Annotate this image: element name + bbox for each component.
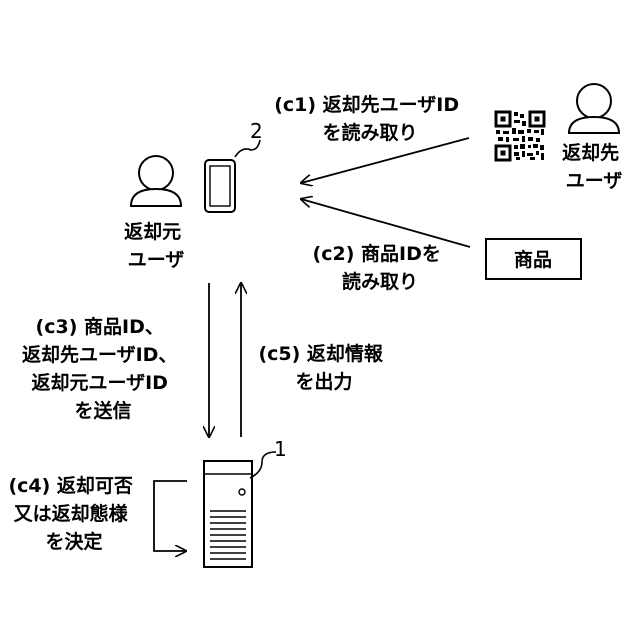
- step-c1-label: (c1) 返却先ユーザID を読み取り: [274, 93, 466, 144]
- server-tower-icon: [204, 461, 252, 567]
- return-destination-user-label: 返却先 ユーザ: [562, 141, 626, 192]
- arrow-c2: [301, 199, 470, 247]
- step-c2-label: (c2) 商品IDを 読み取り: [313, 242, 448, 293]
- arrow-c4: [154, 481, 187, 551]
- arrow-c1: [301, 138, 469, 183]
- smartphone-screen: [210, 166, 230, 206]
- returning-user-label: 返却元 ユーザ: [124, 221, 188, 271]
- return-destination-person-icon: [569, 84, 619, 133]
- step-c4-label: (c4) 返却可否 又は返却態様 を決定: [8, 475, 139, 553]
- terminal-ref-number: 2: [250, 119, 263, 143]
- step-c3-label: (c3) 商品ID、 返却先ユーザID、 返却元ユーザID を送信: [22, 315, 184, 422]
- server-ref-number: 1: [274, 437, 287, 461]
- product-label: 商品: [514, 248, 552, 271]
- qr-code-icon: [495, 111, 545, 161]
- returning-user-person-icon: [131, 156, 181, 206]
- step-c5-label: (c5) 返却情報 を出力: [258, 342, 389, 393]
- server-ref-leader: [250, 452, 276, 478]
